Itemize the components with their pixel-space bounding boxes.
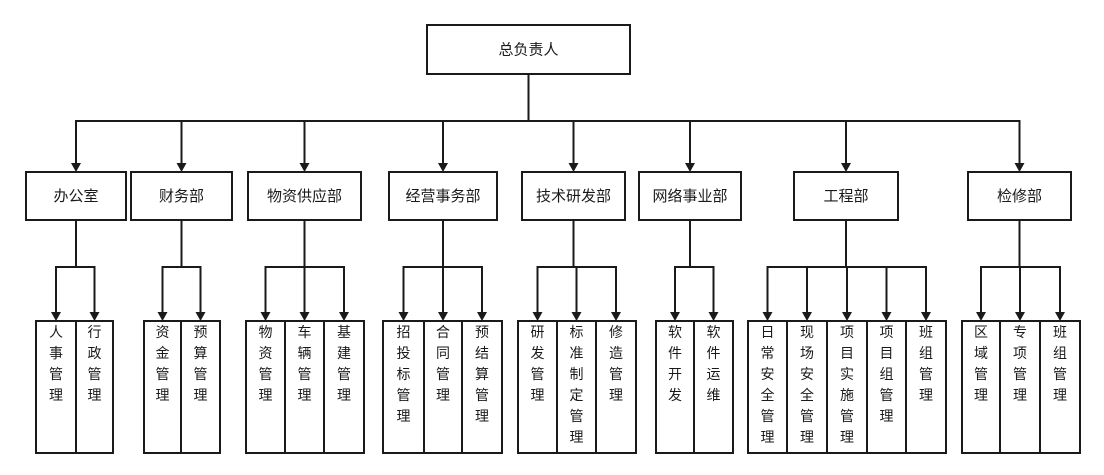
sub-department-node: 项目组管理 <box>866 320 907 454</box>
sub-department-node: 招投标管理 <box>382 320 425 454</box>
department-node: 技术研发部 <box>521 171 626 221</box>
department-label: 工程部 <box>823 187 868 205</box>
sub-department-label: 预结算管理 <box>475 325 489 425</box>
sub-department-node: 基建管理 <box>323 320 365 454</box>
sub-department-label: 区域管理 <box>974 325 988 404</box>
sub-department-label: 项目组管理 <box>880 325 894 425</box>
sub-department-node: 日常安全管理 <box>747 320 788 454</box>
sub-department-label: 物资管理 <box>259 325 273 404</box>
sub-department-label: 研发管理 <box>531 325 545 404</box>
sub-department-node: 预结算管理 <box>461 320 503 454</box>
sub-department-label: 班组管理 <box>1053 325 1067 404</box>
department-label: 财务部 <box>159 187 204 205</box>
sub-department-node: 专项管理 <box>999 320 1041 454</box>
sub-department-node: 项目实施管理 <box>826 320 868 454</box>
department-node: 工程部 <box>793 171 899 221</box>
sub-department-label: 修造管理 <box>609 325 623 404</box>
department-label: 经营事务部 <box>405 187 480 205</box>
sub-department-label: 软件运维 <box>707 325 721 404</box>
department-label: 网络事业部 <box>652 187 727 205</box>
sub-department-label: 行政管理 <box>88 325 102 404</box>
department-node: 财务部 <box>130 171 233 221</box>
connector-lines <box>51 74 1065 321</box>
department-node: 经营事务部 <box>388 171 498 221</box>
sub-department-label: 合同管理 <box>436 325 450 404</box>
sub-department-node: 合同管理 <box>423 320 463 454</box>
sub-department-label: 人事管理 <box>49 325 63 404</box>
sub-department-node: 班组管理 <box>1039 320 1081 454</box>
sub-department-node: 资金管理 <box>143 320 182 454</box>
sub-department-node: 预算管理 <box>180 320 221 454</box>
sub-department-node: 人事管理 <box>35 320 77 454</box>
sub-department-node: 物资管理 <box>245 320 286 454</box>
department-node: 检修部 <box>967 171 1072 221</box>
sub-department-label: 现场安全管理 <box>800 325 814 446</box>
sub-department-label: 车辆管理 <box>298 324 312 404</box>
sub-department-node: 软件运维 <box>693 320 734 454</box>
department-node: 办公室 <box>25 171 127 221</box>
sub-department-label: 招投标管理 <box>397 325 411 425</box>
department-label: 物资供应部 <box>267 187 342 205</box>
sub-department-node: 软件开发 <box>655 320 695 454</box>
department-label: 技术研发部 <box>536 187 611 205</box>
sub-department-label: 专项管理 <box>1013 325 1027 404</box>
sub-department-label: 班组管理 <box>919 325 933 404</box>
sub-department-node: 区域管理 <box>961 320 1001 454</box>
sub-department-node: 研发管理 <box>517 320 558 454</box>
sub-department-label: 项目实施管理 <box>840 325 854 446</box>
sub-department-label: 标准制定管理 <box>570 325 584 446</box>
sub-department-node: 标准制定管理 <box>556 320 597 454</box>
sub-department-node: 行政管理 <box>75 320 114 454</box>
department-label: 办公室 <box>53 187 98 205</box>
sub-department-node: 班组管理 <box>905 320 947 454</box>
sub-department-label: 基建管理 <box>337 324 351 404</box>
department-label: 检修部 <box>997 187 1042 205</box>
department-node: 网络事业部 <box>638 171 742 221</box>
root-label: 总负责人 <box>498 41 558 59</box>
root-node: 总负责人 <box>426 24 631 75</box>
sub-department-label: 软件开发 <box>668 325 682 404</box>
sub-department-node: 车辆管理 <box>284 320 325 454</box>
sub-department-node: 现场安全管理 <box>786 320 828 454</box>
sub-department-label: 日常安全管理 <box>761 325 775 446</box>
department-node: 物资供应部 <box>247 171 362 221</box>
sub-department-label: 预算管理 <box>194 325 208 404</box>
sub-department-node: 修造管理 <box>595 320 637 454</box>
sub-department-label: 资金管理 <box>156 325 170 404</box>
